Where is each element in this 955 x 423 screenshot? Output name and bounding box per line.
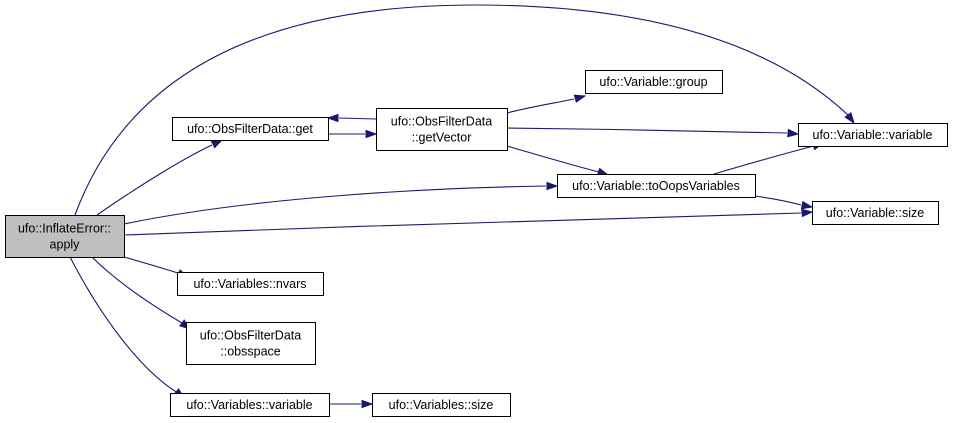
edge-line: [754, 195, 802, 206]
edge-line: [69, 256, 179, 394]
node-label-line: ufo::Variable::toOopsVariables: [572, 179, 740, 193]
edge-line: [123, 212, 802, 236]
edge-tooopsvariables-to-variable_variable: [713, 142, 825, 175]
edge-obsfilterdata_get-to-getvector: [328, 129, 378, 139]
node-label-line: apply: [50, 238, 81, 252]
edge-getvector-to-obsfilterdata_get: [326, 113, 377, 123]
node-label-line: ufo::ObsFilterData::get: [187, 122, 313, 136]
node-label-line: ufo::Variables::size: [389, 398, 494, 412]
arrowhead: [326, 113, 339, 123]
arrowhead: [801, 208, 814, 218]
node-label-line: ufo::ObsFilterData: [200, 329, 301, 343]
node-box: [170, 393, 330, 417]
edge-apply-to-tooopsvariables: [123, 181, 559, 225]
edge-apply-to-variable_size: [123, 208, 814, 236]
node-variable-variable[interactable]: ufo::Variable::variable: [798, 123, 948, 147]
edge-line: [91, 256, 183, 324]
edge-getvector-to-tooopsvariables: [506, 145, 610, 176]
node-box: [172, 117, 329, 141]
node-obsfilterdata-get[interactable]: ufo::ObsFilterData::get: [172, 117, 329, 141]
edge-line: [506, 98, 575, 114]
node-tooopsvariables[interactable]: ufo::Variable::toOopsVariables: [557, 174, 756, 198]
node-label-line: ::getVector: [412, 131, 472, 145]
node-variables-nvars[interactable]: ufo::Variables::nvars: [177, 272, 324, 296]
arrowhead: [844, 112, 855, 125]
arrowhead: [573, 94, 587, 103]
arrowhead: [800, 200, 814, 210]
arrowhead: [210, 139, 224, 149]
node-variables-size[interactable]: ufo::Variables::size: [372, 393, 511, 417]
node-variable-group[interactable]: ufo::Variable::group: [585, 70, 723, 94]
node-label-line: ufo::Variable::group: [599, 75, 707, 89]
node-apply[interactable]: ufo::InflateError::apply: [5, 215, 125, 258]
node-box: [557, 174, 756, 198]
edge-line: [96, 144, 213, 216]
edge-getvector-to-variable_variable: [506, 127, 800, 138]
edge-line: [123, 185, 547, 225]
node-box: [177, 272, 324, 296]
edge-apply-to-variable_variable: [74, 4, 855, 216]
arrowhead: [361, 399, 374, 409]
edge-line: [338, 117, 377, 120]
node-label-line: ufo::Variable::variable: [813, 128, 933, 142]
node-box: [585, 70, 723, 94]
node-label-line: ufo::Variable::size: [826, 206, 924, 220]
node-variable-size[interactable]: ufo::Variable::size: [812, 201, 939, 225]
arrowhead: [365, 129, 378, 139]
node-box: [372, 393, 511, 417]
node-label-line: ufo::ObsFilterData: [391, 115, 492, 129]
node-label-line: ufo::Variables::variable: [186, 398, 312, 412]
edge-line: [506, 145, 600, 173]
node-box: [812, 201, 939, 225]
node-box: [186, 322, 316, 365]
edge-apply-to-variables_variable: [69, 256, 186, 399]
node-label-line: ufo::Variables::nvars: [193, 277, 306, 291]
node-box: [376, 108, 508, 151]
node-variables-variable[interactable]: ufo::Variables::variable: [170, 393, 330, 417]
arrowhead: [546, 181, 559, 191]
edge-line: [506, 127, 788, 134]
node-label-line: ufo::InflateError::: [18, 222, 111, 236]
edge-variables_variable-to-variables_size: [329, 399, 374, 409]
edge-getvector-to-variable_group: [506, 94, 587, 114]
node-getvector[interactable]: ufo::ObsFilterData::getVector: [376, 108, 508, 151]
node-label-line: ::obsspace: [220, 345, 281, 359]
edge-apply-to-obsfilterdata_get: [96, 139, 224, 216]
node-box: [798, 123, 948, 147]
edge-line: [123, 256, 179, 274]
node-obsspace[interactable]: ufo::ObsFilterData::obsspace: [186, 322, 316, 365]
edge-line: [74, 4, 849, 216]
node-box: [5, 215, 125, 258]
edge-line: [713, 145, 815, 175]
edge-tooopsvariables-to-variable_size: [754, 195, 814, 210]
arrowhead: [787, 128, 800, 138]
